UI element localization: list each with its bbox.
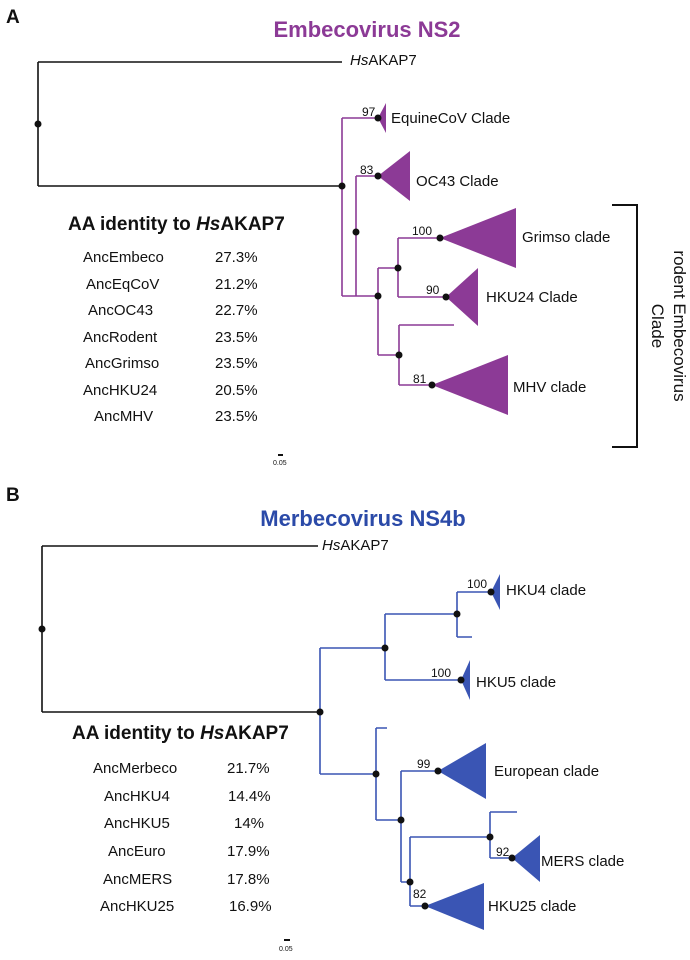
bootstrap-hku5: 100	[431, 666, 452, 680]
clade-label-oc43: OC43 Clade	[416, 173, 499, 190]
table-row-value: 14.4%	[228, 788, 271, 805]
bootstrap-equinecov: 97	[362, 105, 376, 119]
bootstrap-mhv: 81	[413, 372, 427, 386]
scale-label-b: 0.05	[279, 946, 293, 953]
outgroup-label-b: HsAKAP7	[322, 537, 389, 554]
table-row-value: 20.5%	[215, 382, 258, 399]
hku5-clade-triangle	[461, 660, 470, 700]
mhv-clade-triangle	[432, 355, 508, 415]
table-row-value: 23.5%	[215, 329, 258, 346]
table-row-value: 23.5%	[215, 408, 258, 425]
oc43-clade-triangle	[378, 151, 410, 201]
bootstrap-oc43: 83	[360, 163, 374, 177]
table-row-value: 17.9%	[227, 843, 270, 860]
table-row-name: AncHKU5	[104, 815, 170, 832]
panel-a-title: Embecovirus NS2	[273, 17, 461, 42]
tree-b-root-branch	[41, 545, 318, 713]
table-row-name: AncMHV	[94, 408, 154, 425]
table-row-name: AncHKU25	[100, 898, 175, 915]
clade-label-hku5: HKU5 clade	[476, 674, 557, 691]
table-row-value: 21.2%	[215, 276, 258, 293]
table-row-name: AncMerbeco	[93, 760, 178, 777]
clade-label-hku4: HKU4 clade	[506, 582, 587, 599]
identity-table-title-b: AA identity to HsAKAP7	[72, 723, 289, 744]
table-row-value: 14%	[234, 815, 265, 832]
table-row-name: AncGrimso	[85, 355, 160, 372]
bootstrap-hku4: 100	[467, 577, 488, 591]
bootstrap-mers: 92	[496, 845, 510, 859]
table-row-value: 22.7%	[215, 302, 258, 319]
hku4-clade-triangle	[491, 574, 500, 610]
tree-b-clade-triangles	[425, 574, 540, 930]
grimso-clade-triangle	[440, 208, 516, 268]
clade-label-european: European clade	[494, 763, 600, 780]
clade-label-hku25: HKU25 clade	[488, 898, 577, 915]
rodent-clade-bracket	[612, 204, 638, 448]
table-row-name: AncEuro	[108, 843, 166, 860]
clade-label-hku24: HKU24 Clade	[486, 289, 578, 306]
mers-clade-triangle	[512, 835, 540, 882]
bootstrap-european: 99	[417, 757, 431, 771]
european-clade-triangle	[438, 743, 486, 799]
tree-b-ingroup-branches	[319, 591, 517, 907]
table-row-name: AncHKU24	[83, 382, 158, 399]
bootstrap-grimso: 100	[412, 224, 433, 238]
tree-b-nodes	[38, 588, 516, 910]
table-row-name: AncMERS	[103, 871, 173, 888]
clade-label-mers: MERS clade	[541, 853, 625, 870]
bootstrap-hku24: 90	[426, 283, 440, 297]
table-row-name: AncHKU4	[104, 788, 170, 805]
equinecov-clade-triangle	[378, 103, 386, 133]
hku25-clade-triangle	[425, 883, 484, 930]
scale-label-a: 0.05	[273, 460, 287, 467]
tree-a-nodes	[34, 114, 450, 389]
clade-label-mhv: MHV clade	[513, 379, 587, 396]
table-row-name: AncEqCoV	[86, 276, 160, 293]
table-row-name: AncOC43	[88, 302, 154, 319]
table-row-name: AncEmbeco	[83, 249, 164, 266]
panel-b-title: Merbecovirus NS4b	[260, 506, 466, 531]
table-row-value: 27.3%	[215, 249, 258, 266]
table-row-value: 17.8%	[227, 871, 270, 888]
table-row-name: AncRodent	[83, 329, 158, 346]
clade-label-grimso: Grimso clade	[522, 229, 611, 246]
panel-b-letter: B	[6, 485, 20, 506]
clade-label-equinecov: EquineCoV Clade	[391, 110, 511, 127]
tree-a-clade-triangles	[378, 103, 516, 415]
table-row-value: 23.5%	[215, 355, 258, 372]
table-row-value: 16.9%	[229, 898, 272, 915]
outgroup-label-a: HsAKAP7	[350, 52, 417, 69]
table-row-value: 21.7%	[227, 760, 270, 777]
bootstrap-hku25: 82	[413, 887, 427, 901]
identity-table-title-a: AA identity to HsAKAP7	[68, 214, 285, 235]
hku24-clade-triangle	[446, 268, 478, 326]
panel-a-letter: A	[6, 7, 20, 28]
